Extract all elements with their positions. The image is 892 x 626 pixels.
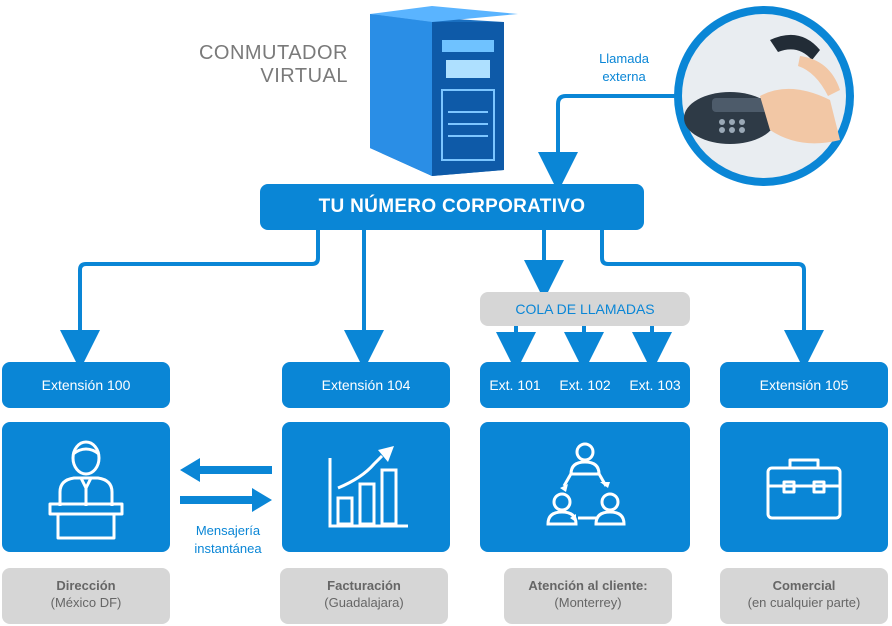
extension-104-label: Extensión 104: [282, 362, 450, 408]
extension-105-label: Extensión 105: [720, 362, 888, 408]
connector-ext100: [60, 230, 320, 370]
instant-messaging-label: Mensajería instantánea: [178, 522, 278, 558]
briefcase-icon: [766, 458, 842, 520]
messaging-arrows: [180, 458, 272, 512]
extension-101-label: Ext. 101: [489, 377, 541, 393]
phone-photo: [674, 6, 854, 186]
department-location: (Monterrey): [554, 595, 622, 610]
department-name: Facturación: [327, 578, 401, 593]
server-label-line1: CONMUTADOR: [198, 42, 348, 64]
extension-100-label: Extensión 100: [2, 362, 170, 408]
external-call-connector: [538, 94, 680, 192]
server-label: CONMUTADOR VIRTUAL: [180, 42, 348, 88]
external-call-label: Llamada externa: [584, 50, 664, 86]
department-box-facturacion: [282, 422, 450, 552]
external-call-line1: Llamada: [599, 51, 649, 66]
arrow-right: [180, 488, 272, 512]
customer-cycle-icon: [546, 442, 626, 526]
department-box-atencion: [480, 422, 690, 552]
department-location: (en cualquier parte): [747, 595, 861, 610]
messaging-line2: instantánea: [194, 541, 262, 556]
department-name: Dirección: [56, 578, 116, 593]
extension-103-label: Ext. 103: [629, 377, 681, 393]
messaging-line1: Mensajería: [195, 523, 261, 538]
connector-ext105: [600, 230, 824, 370]
extension-102-label: Ext. 102: [559, 377, 611, 393]
department-name: Atención al cliente:: [528, 578, 648, 593]
department-box-direccion: [2, 422, 170, 552]
department-name: Comercial: [772, 578, 836, 593]
corporate-number-title: TU NÚMERO CORPORATIVO: [260, 184, 644, 230]
server-label-line2: VIRTUAL: [260, 65, 348, 87]
growth-chart-icon: [328, 446, 408, 528]
department-box-comercial: [720, 422, 888, 552]
call-queue-label: COLA DE LLAMADAS: [480, 292, 690, 326]
department-label-comercial: Comercial (en cualquier parte): [720, 568, 888, 624]
department-label-facturacion: Facturación (Guadalajara): [280, 568, 448, 624]
queue-extensions-box: Ext. 101 Ext. 102 Ext. 103: [480, 362, 690, 408]
server-icon: [370, 6, 518, 176]
department-label-direccion: Dirección (México DF): [2, 568, 170, 624]
speaker-podium-icon: [48, 440, 124, 540]
external-call-line2: externa: [602, 69, 646, 84]
department-location: (México DF): [50, 595, 122, 610]
arrow-left: [180, 458, 272, 482]
department-location: (Guadalajara): [324, 595, 404, 610]
department-label-atencion: Atención al cliente: (Monterrey): [504, 568, 672, 624]
